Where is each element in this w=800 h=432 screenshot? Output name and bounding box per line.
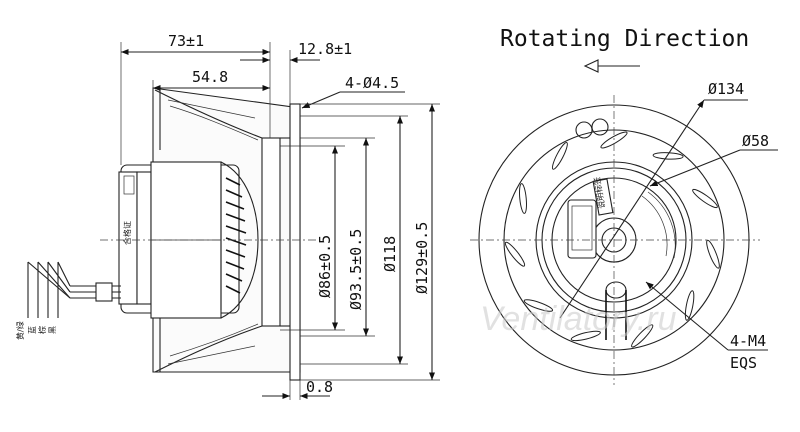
- back-plate: [289, 103, 301, 381]
- impeller-blade: [631, 324, 654, 348]
- cable: 黄/绿 蓝 棕 黑: [15, 261, 121, 340]
- impeller-blade: [504, 241, 526, 267]
- wire-label-brown: 棕: [37, 326, 47, 334]
- balance-weight: [575, 121, 593, 139]
- svg-text:Ø93.5±0.5: Ø93.5±0.5: [347, 229, 365, 310]
- impeller-blade: [684, 290, 695, 321]
- label-sticker: [592, 178, 614, 216]
- impeller-blade: [692, 188, 718, 209]
- side-view: 合格证 黄/绿 蓝 棕 黑 7: [15, 32, 440, 400]
- rotating-direction-title: Rotating Direction: [500, 26, 749, 52]
- dim-plate: 0.8: [262, 378, 333, 400]
- dim-total-depth: 73±1: [120, 32, 271, 165]
- impeller-blade: [551, 141, 568, 170]
- wire-label-yellow-green: 黄/绿: [15, 321, 25, 340]
- impeller-blades: [504, 131, 720, 348]
- connector-box: [567, 199, 597, 259]
- wire-label-blue: 蓝: [27, 326, 37, 334]
- dim-flange: 12.8±1: [240, 40, 352, 104]
- svg-text:Ø129±0.5: Ø129±0.5: [413, 222, 431, 294]
- svg-text:73±1: 73±1: [168, 32, 204, 50]
- svg-text:12.8±1: 12.8±1: [298, 40, 352, 58]
- diameter-dims: Ø86±0.5 Ø93.5±0.5 Ø118 Ø129±0.5: [280, 103, 440, 381]
- impeller-blade: [652, 152, 684, 160]
- dim-screws: 4-M4 EQS: [645, 281, 768, 372]
- svg-text:4-M4: 4-M4: [730, 332, 766, 350]
- front-view: 说明标签 Ø134 Ø58 4-M4 EQS: [470, 80, 778, 385]
- mounting-flange: [261, 137, 281, 327]
- impeller-blade: [706, 239, 720, 269]
- svg-text:Ø134: Ø134: [708, 80, 744, 98]
- watermark: Ventilatory.ru: [480, 300, 677, 338]
- svg-text:Ø58: Ø58: [742, 132, 769, 150]
- svg-text:Ø118: Ø118: [381, 236, 399, 272]
- dim-mount-holes: 4-Ø4.5: [301, 74, 405, 109]
- motor-label: 合格证: [122, 221, 132, 245]
- wire-label-black: 黑: [48, 326, 57, 334]
- impeller-blade: [523, 299, 554, 312]
- dim-motor-depth: 54.8: [152, 68, 270, 96]
- dim-dia-134: Ø134: [559, 80, 748, 319]
- dim-dia-58: Ø58: [649, 132, 778, 187]
- balance-weight: [591, 118, 609, 136]
- impeller-blade: [570, 330, 601, 342]
- left-arrow-icon: [583, 59, 640, 73]
- svg-text:Ø86±0.5: Ø86±0.5: [316, 235, 334, 298]
- svg-text:4-Ø4.5: 4-Ø4.5: [345, 74, 399, 92]
- svg-text:0.8: 0.8: [306, 378, 333, 396]
- impeller-blade: [519, 183, 527, 214]
- svg-text:54.8: 54.8: [192, 68, 228, 86]
- svg-text:EQS: EQS: [730, 354, 757, 372]
